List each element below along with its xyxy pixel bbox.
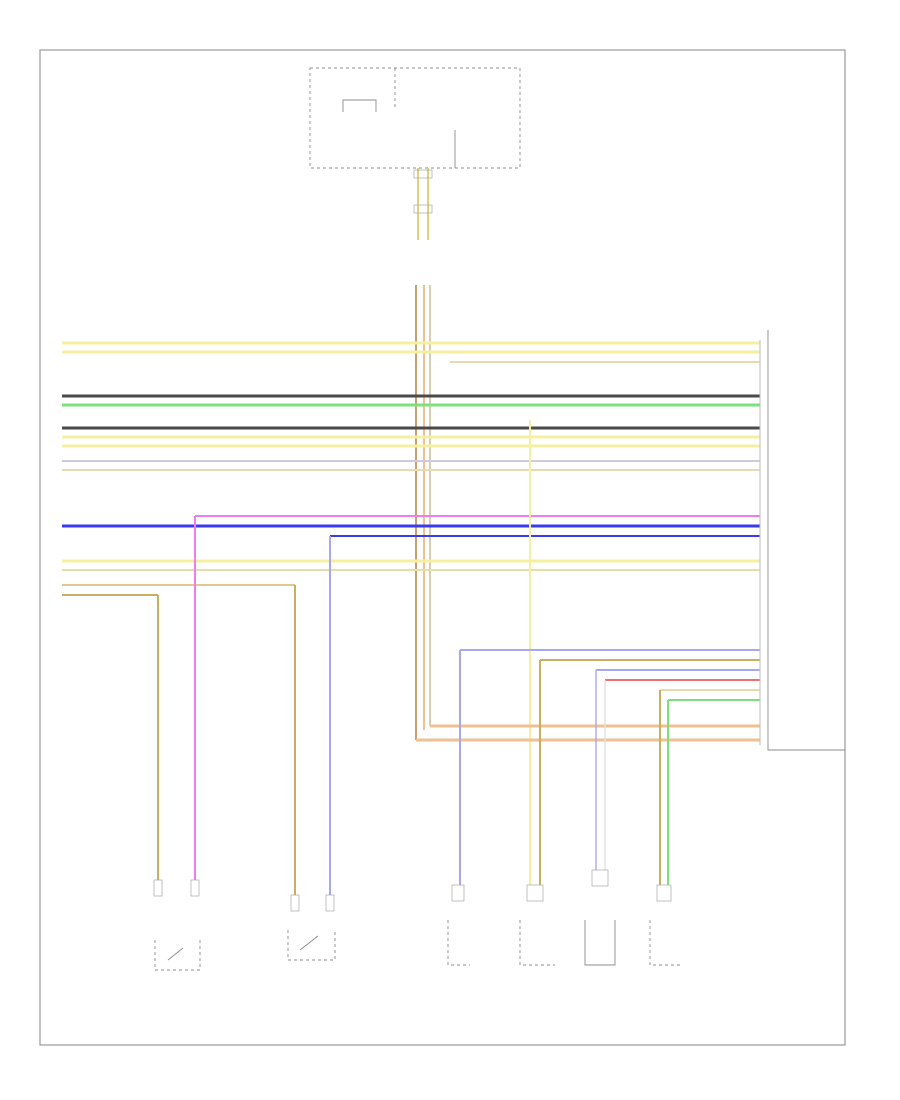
wire-bus <box>62 341 760 885</box>
top-component-box <box>309 67 521 169</box>
diagram-frame <box>39 49 846 1046</box>
bottom-component-sensor-1 <box>447 920 470 966</box>
bottom-component-sensor-4 <box>649 920 680 966</box>
bottom-component-sensor-2 <box>519 920 555 966</box>
bottom-component-switch-2 <box>287 930 336 961</box>
bottom-component-switch-1 <box>154 940 201 971</box>
vertical-drops <box>157 516 669 895</box>
connector-pin <box>413 204 433 214</box>
connector-pin <box>413 169 433 179</box>
bottom-component-sensor-3 <box>584 920 616 966</box>
top-connector <box>413 168 433 740</box>
main-module <box>759 330 845 751</box>
bottom-connector-pins <box>153 869 672 912</box>
